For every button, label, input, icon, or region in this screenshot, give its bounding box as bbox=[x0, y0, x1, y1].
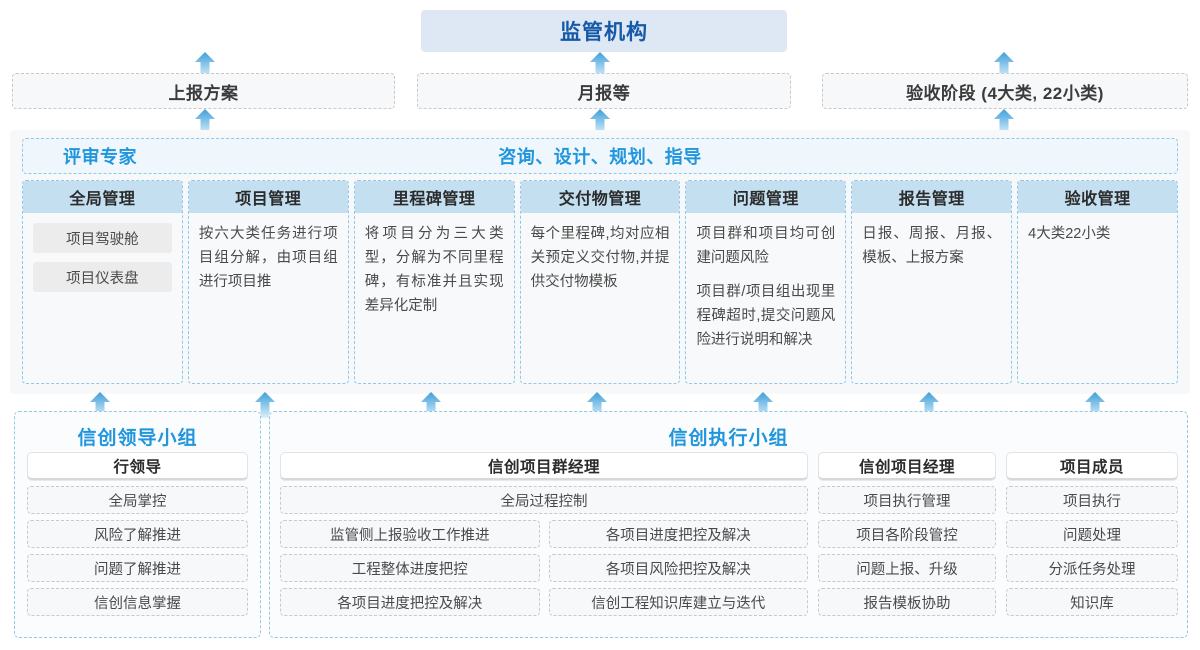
capability-column-title: 验收管理 bbox=[1018, 181, 1178, 213]
member-cell[interactable]: 分派任务处理 bbox=[1006, 554, 1178, 582]
leadership-group-title: 信创领导小组 bbox=[77, 428, 198, 449]
report-box-2[interactable]: 验收阶段 (4大类, 22小类) bbox=[822, 73, 1188, 109]
capability-column-body: 项目群和项目均可创建问题风险项目群/项目组出现里程碑超时,提交问题风险进行说明和… bbox=[686, 213, 845, 383]
arrow-up-icon bbox=[994, 52, 1014, 78]
program-manager-overall-cell[interactable]: 全局过程控制 bbox=[280, 486, 808, 514]
program-manager-cell[interactable]: 各项目风险把控及解决 bbox=[548, 554, 808, 582]
program-manager-cell[interactable]: 工程整体进度把控 bbox=[280, 554, 540, 582]
program-manager-cell[interactable]: 信创工程知识库建立与迭代 bbox=[548, 588, 808, 616]
capability-section-header: 评审专家 咨询、设计、规划、指导 bbox=[22, 138, 1178, 174]
project-manager-cell[interactable]: 报告模板协助 bbox=[818, 588, 996, 616]
project-manager-panel: 信创项目经理 项目执行管理项目各阶段管控问题上报、升级报告模板协助 bbox=[818, 452, 996, 616]
leadership-cell[interactable]: 问题了解推进 bbox=[27, 554, 248, 582]
leadership-panel-head: 行领导 bbox=[27, 452, 248, 480]
capability-paragraph: 日报、周报、月报、模板、上报方案 bbox=[862, 226, 1002, 266]
arrow-up-icon bbox=[90, 392, 110, 418]
program-manager-cell[interactable]: 各项目进度把控及解决 bbox=[280, 588, 540, 616]
arrow-up-icon bbox=[753, 392, 773, 418]
capability-column-body: 项目驾驶舱项目仪表盘 bbox=[23, 213, 182, 383]
capability-column-title: 交付物管理 bbox=[520, 181, 680, 213]
project-manager-cell-list: 项目执行管理项目各阶段管控问题上报、升级报告模板协助 bbox=[818, 486, 996, 616]
arrow-up-icon bbox=[919, 392, 939, 418]
capability-column-body: 按六大类任务进行项目组分解，由项目组进行项目推 bbox=[189, 213, 348, 383]
capability-paragraph: 项目群和项目均可创建问题风险 bbox=[696, 226, 836, 266]
capability-column-title: 报告管理 bbox=[852, 181, 1012, 213]
capability-column: 验收管理 4大类22小类 bbox=[1017, 180, 1179, 384]
capability-column: 全局管理项目驾驶舱项目仪表盘 bbox=[22, 180, 183, 384]
capability-columns: 全局管理项目驾驶舱项目仪表盘项目管理按六大类任务进行项目组分解，由项目组进行项目… bbox=[22, 180, 1179, 384]
capability-column: 项目管理按六大类任务进行项目组分解，由项目组进行项目推 bbox=[187, 180, 349, 384]
capability-paragraph: 将项目分为三大类型，分解为不同里程碑，有标准并且实现差异化定制 bbox=[364, 226, 504, 314]
execution-group: 信创执行小组 信创项目群经理 全局过程控制 监管侧上报验收工作推进工程整体进度把… bbox=[269, 411, 1188, 638]
program-manager-left-cells: 监管侧上报验收工作推进工程整体进度把控各项目进度把控及解决 bbox=[280, 520, 540, 616]
leadership-cell[interactable]: 信创信息掌握 bbox=[27, 588, 248, 616]
capability-column-title: 问题管理 bbox=[686, 181, 846, 213]
capability-column: 里程碑管理将项目分为三大类型，分解为不同里程碑，有标准并且实现差异化定制 bbox=[353, 180, 515, 384]
arrow-up-icon bbox=[195, 52, 215, 78]
leadership-cell[interactable]: 全局掌控 bbox=[27, 486, 248, 514]
program-manager-right-cells: 各项目进度把控及解决各项目风险把控及解决信创工程知识库建立与迭代 bbox=[548, 520, 808, 616]
capability-section: 评审专家 咨询、设计、规划、指导 全局管理项目驾驶舱项目仪表盘项目管理按六大类任… bbox=[10, 130, 1190, 394]
arrow-up-icon bbox=[994, 109, 1014, 135]
member-cell[interactable]: 项目执行 bbox=[1006, 486, 1178, 514]
capability-column-body: 每个里程碑,均对应相关预定义交付物,并提供交付物模板 bbox=[521, 213, 680, 383]
project-manager-cell[interactable]: 项目执行管理 bbox=[818, 486, 996, 514]
capability-column-body: 4大类22小类 bbox=[1018, 213, 1177, 383]
arrow-up-icon bbox=[590, 109, 610, 135]
leadership-group: 信创领导小组 行领导 全局掌控风险了解推进问题了解推进信创信息掌握 bbox=[14, 411, 261, 638]
leadership-cell-list: 全局掌控风险了解推进问题了解推进信创信息掌握 bbox=[27, 486, 248, 616]
capability-column-body: 将项目分为三大类型，分解为不同里程碑，有标准并且实现差异化定制 bbox=[355, 213, 514, 383]
member-cell-list: 项目执行问题处理分派任务处理知识库 bbox=[1006, 486, 1178, 616]
arrow-up-icon bbox=[421, 392, 441, 418]
capability-paragraph: 每个里程碑,均对应相关预定义交付物,并提供交付物模板 bbox=[530, 226, 670, 290]
capability-column-title: 项目管理 bbox=[188, 181, 348, 213]
leadership-panel: 行领导 全局掌控风险了解推进问题了解推进信创信息掌握 bbox=[27, 452, 248, 616]
capability-paragraph: 按六大类任务进行项目组分解，由项目组进行项目推 bbox=[198, 226, 338, 290]
capability-column: 问题管理项目群和项目均可创建问题风险项目群/项目组出现里程碑超时,提交问题风险进… bbox=[685, 180, 847, 384]
report-box-1[interactable]: 月报等 bbox=[417, 73, 791, 109]
capability-chip[interactable]: 项目仪表盘 bbox=[33, 262, 172, 292]
capability-chip[interactable]: 项目驾驶舱 bbox=[33, 223, 172, 253]
report-box-0[interactable]: 上报方案 bbox=[12, 73, 395, 109]
capability-column-body: 日报、周报、月报、模板、上报方案 bbox=[852, 213, 1011, 383]
member-head: 项目成员 bbox=[1006, 452, 1178, 480]
capability-column: 交付物管理每个里程碑,均对应相关预定义交付物,并提供交付物模板 bbox=[519, 180, 681, 384]
arrow-up-icon bbox=[587, 392, 607, 418]
capability-column: 报告管理日报、周报、月报、模板、上报方案 bbox=[851, 180, 1013, 384]
program-manager-panel: 信创项目群经理 全局过程控制 监管侧上报验收工作推进工程整体进度把控各项目进度把… bbox=[280, 452, 808, 616]
member-cell[interactable]: 知识库 bbox=[1006, 588, 1178, 616]
capability-column-title: 里程碑管理 bbox=[354, 181, 514, 213]
execution-group-title: 信创执行小组 bbox=[668, 428, 789, 449]
capability-column-title: 全局管理 bbox=[23, 181, 182, 213]
program-manager-head: 信创项目群经理 bbox=[280, 452, 808, 480]
leadership-cell[interactable]: 风险了解推进 bbox=[27, 520, 248, 548]
project-manager-cell[interactable]: 问题上报、升级 bbox=[818, 554, 996, 582]
arrow-up-icon bbox=[255, 392, 275, 418]
capability-paragraph: 项目群/项目组出现里程碑超时,提交问题风险进行说明和解决 bbox=[696, 283, 836, 348]
member-panel: 项目成员 项目执行问题处理分派任务处理知识库 bbox=[1006, 452, 1178, 616]
arrow-up-icon bbox=[195, 109, 215, 135]
review-expert-label: 评审专家 bbox=[63, 147, 137, 167]
program-manager-cell[interactable]: 各项目进度把控及解决 bbox=[548, 520, 808, 548]
member-cell[interactable]: 问题处理 bbox=[1006, 520, 1178, 548]
consulting-label: 咨询、设计、规划、指导 bbox=[498, 147, 702, 167]
arrow-up-icon bbox=[1085, 392, 1105, 418]
page-title: 监管机构 bbox=[421, 10, 787, 52]
capability-paragraph: 4大类22小类 bbox=[1028, 226, 1111, 242]
project-manager-head: 信创项目经理 bbox=[818, 452, 996, 480]
program-manager-cell[interactable]: 监管侧上报验收工作推进 bbox=[280, 520, 540, 548]
arrow-up-icon bbox=[590, 52, 610, 78]
project-manager-cell[interactable]: 项目各阶段管控 bbox=[818, 520, 996, 548]
